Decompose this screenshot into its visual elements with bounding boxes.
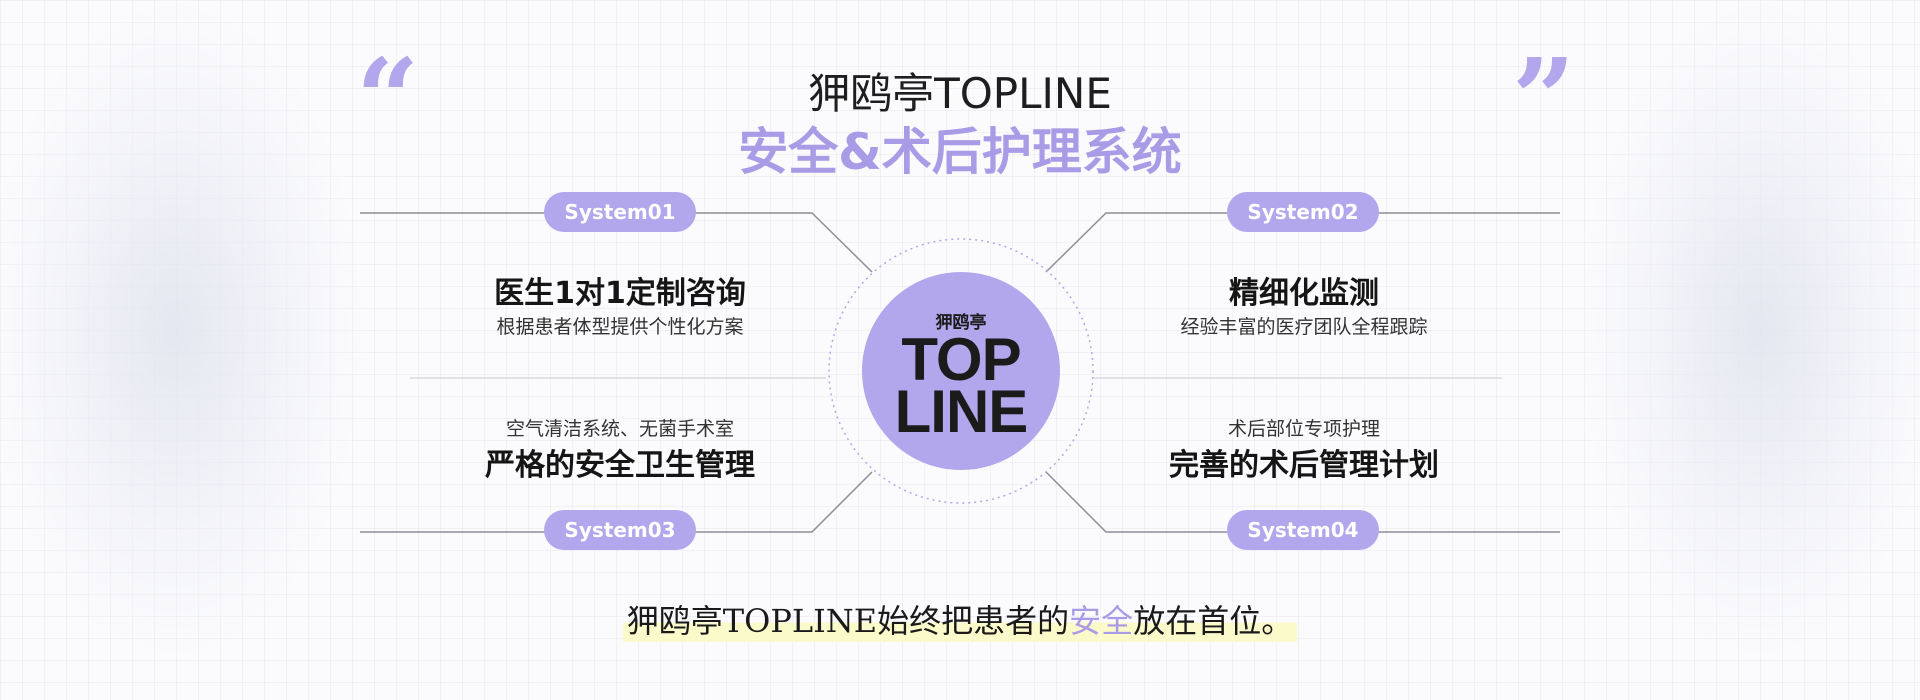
logo-big-text: TOP LINE [862, 326, 1060, 445]
footer-text-before: 狎鸥亭TOPLINE始终把患者的 [626, 602, 1070, 640]
page-title: 狎鸥亭TOPLINE [808, 69, 1112, 118]
system01-desc: 根据患者体型提供个性化方案 [496, 316, 744, 338]
connector-system04 [1045, 471, 1560, 533]
system04-title: 完善的术后管理计划 [1169, 448, 1439, 483]
logo-line-top: TOP [901, 326, 1021, 393]
footer-highlight-band: 狎鸥亭TOPLINE始终把患者的安全放在首位。 [622, 596, 1298, 642]
logo-small-text: 狎鸥亭 [935, 313, 987, 333]
system02-desc: 经验丰富的医疗团队全程跟踪 [1180, 316, 1428, 338]
system04-pill: System04 [1227, 510, 1379, 550]
logo-line-bottom: LINE [894, 378, 1029, 445]
system01-title: 医生1对1定制咨询 [494, 276, 746, 311]
system03-desc: 空气清洁系统、无菌手术室 [505, 418, 734, 440]
system04-desc: 术后部位专项护理 [1227, 418, 1380, 440]
close-quote-icon: ” [1512, 34, 1576, 163]
footer-text-highlight: 安全 [1069, 602, 1134, 640]
footer-statement: 狎鸥亭TOPLINE始终把患者的安全放在首位。 [0, 596, 1920, 642]
system03-title: 严格的安全卫生管理 [485, 448, 755, 483]
open-quote-icon: “ [356, 34, 420, 163]
connector-system02 [1045, 212, 1560, 273]
doctor-figure-left [0, 0, 430, 700]
center-logo: 狎鸥亭 TOP LINE [862, 272, 1060, 470]
system02-pill: System02 [1227, 192, 1379, 232]
footer-text-after: 放在首位。 [1133, 602, 1294, 640]
doctor-figure-right [1520, 0, 1920, 700]
system01-pill: System01 [544, 192, 696, 232]
system03-pill: System03 [544, 510, 696, 550]
connector-system01 [360, 212, 873, 273]
system02-title: 精细化监测 [1229, 276, 1379, 311]
connector-system03 [360, 471, 873, 533]
page-subtitle: 安全&术后护理系统 [738, 123, 1182, 181]
center-ring [828, 238, 1094, 504]
